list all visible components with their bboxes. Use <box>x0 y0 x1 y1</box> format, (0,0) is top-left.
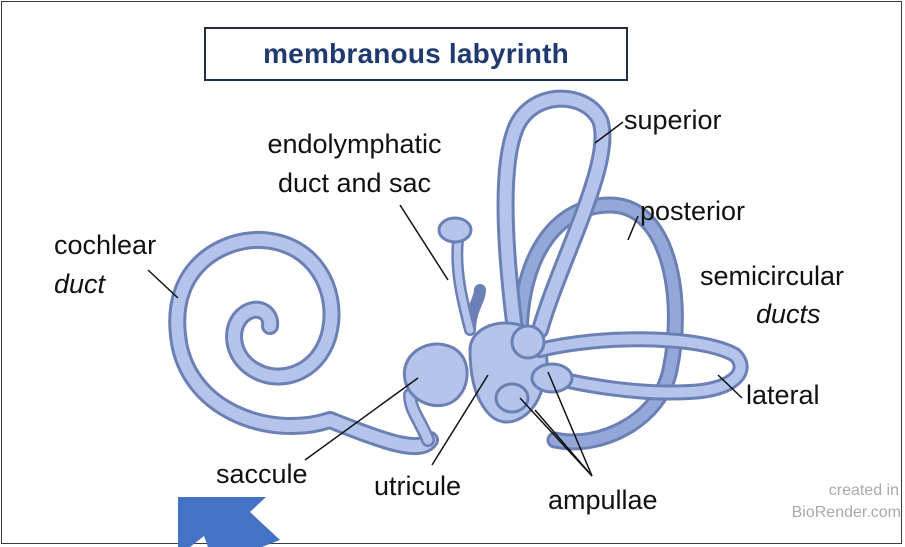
page-title: membranous labyrinth <box>263 38 569 70</box>
title-box: membranous labyrinth <box>204 27 628 81</box>
credit-line-2: BioRender.com <box>792 504 901 522</box>
label-ampullae: ampullae <box>548 484 658 516</box>
pointer-arrow-icon <box>178 497 280 547</box>
label-lateral: lateral <box>746 379 820 411</box>
label-cochlear-2: duct <box>54 268 105 300</box>
credit-line-1: created in <box>829 482 899 500</box>
endolymphatic-sac <box>439 218 471 242</box>
saccule-shape <box>404 344 467 406</box>
label-semicircular-2: ducts <box>756 298 821 330</box>
ampulla-posterior <box>496 384 528 412</box>
label-endolymphatic-1: endolymphatic <box>232 128 477 160</box>
label-superior: superior <box>624 104 722 136</box>
label-endolymphatic-2: duct and sac <box>232 167 477 199</box>
ampulla-superior <box>512 326 544 358</box>
cochlear-duct <box>177 240 430 446</box>
label-saccule: saccule <box>216 458 308 490</box>
label-utricule: utricule <box>374 470 461 502</box>
label-posterior: posterior <box>640 195 745 227</box>
label-semicircular-1: semicircular <box>700 260 844 292</box>
label-cochlear-1: cochlear <box>54 229 156 261</box>
ampulla-lateral <box>532 364 572 392</box>
